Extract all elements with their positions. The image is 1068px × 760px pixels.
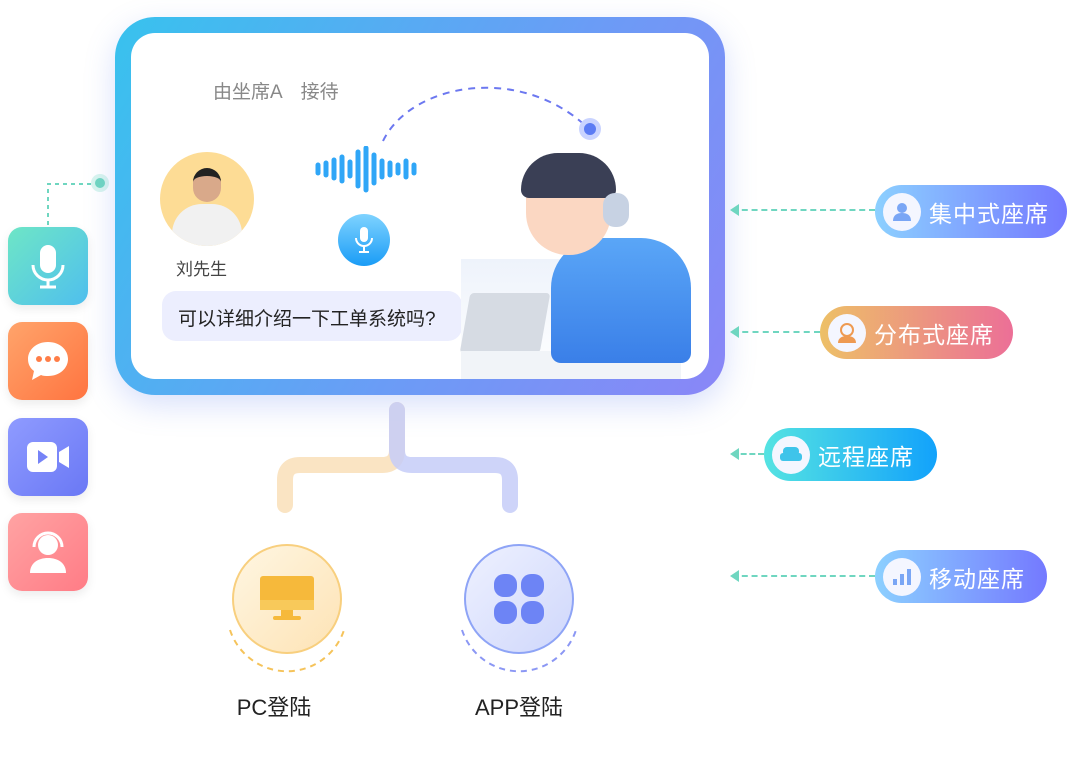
video-icon bbox=[27, 442, 69, 472]
microphone-button[interactable] bbox=[8, 227, 88, 305]
chat-button[interactable] bbox=[8, 322, 88, 400]
arrow-connector bbox=[730, 448, 764, 460]
bar-chart-icon bbox=[883, 557, 921, 596]
customer-message: 可以详细介绍一下工单系统吗? bbox=[162, 291, 462, 341]
arrow-connector bbox=[730, 204, 875, 216]
seat-centralized[interactable]: 集中式座席 bbox=[875, 185, 1067, 238]
seat-remote[interactable]: 远程座席 bbox=[764, 428, 937, 481]
arrow-connector bbox=[730, 570, 875, 582]
video-button[interactable] bbox=[8, 418, 88, 496]
group-users-icon bbox=[883, 192, 921, 231]
reception-header: 由坐席A 接待 bbox=[213, 82, 339, 103]
chat-window: 由坐席A 接待 刘先生 可以详细介绍一下工单系统吗? bbox=[131, 33, 709, 379]
app-login-label: APP登陆 bbox=[474, 695, 564, 720]
customer-name: 刘先生 bbox=[176, 260, 227, 279]
agent-shirt bbox=[551, 238, 691, 363]
sofa-icon bbox=[772, 435, 810, 474]
arrow-connector bbox=[730, 326, 820, 338]
seat-label: 移动座席 bbox=[929, 565, 1025, 592]
voice-waveform bbox=[315, 146, 417, 193]
seat-distributed[interactable]: 分布式座席 bbox=[820, 306, 1013, 359]
chat-bubble-icon bbox=[28, 342, 68, 380]
left-connector bbox=[47, 174, 109, 225]
seat-label: 分布式座席 bbox=[874, 321, 994, 348]
apps-grid-icon bbox=[494, 574, 544, 624]
agent-headset bbox=[603, 193, 629, 227]
record-voice-button[interactable] bbox=[338, 214, 390, 266]
agent-button[interactable] bbox=[8, 513, 88, 591]
agent-headset-icon bbox=[30, 531, 66, 573]
seat-mobile[interactable]: 移动座席 bbox=[875, 550, 1047, 603]
monitor-icon bbox=[260, 576, 314, 620]
app-login-button[interactable] bbox=[464, 544, 574, 654]
pc-login-label: PC登陆 bbox=[236, 695, 312, 720]
login-connector bbox=[277, 402, 518, 513]
microphone-icon bbox=[355, 227, 373, 253]
pc-login-button[interactable] bbox=[232, 544, 342, 654]
customer-avatar bbox=[160, 152, 254, 246]
seat-label: 集中式座席 bbox=[929, 200, 1049, 227]
dashed-arc bbox=[382, 86, 601, 142]
headset-agent-icon bbox=[828, 313, 866, 352]
agent-hair bbox=[521, 153, 616, 198]
seat-label: 远程座席 bbox=[818, 443, 914, 470]
microphone-icon bbox=[31, 245, 65, 289]
